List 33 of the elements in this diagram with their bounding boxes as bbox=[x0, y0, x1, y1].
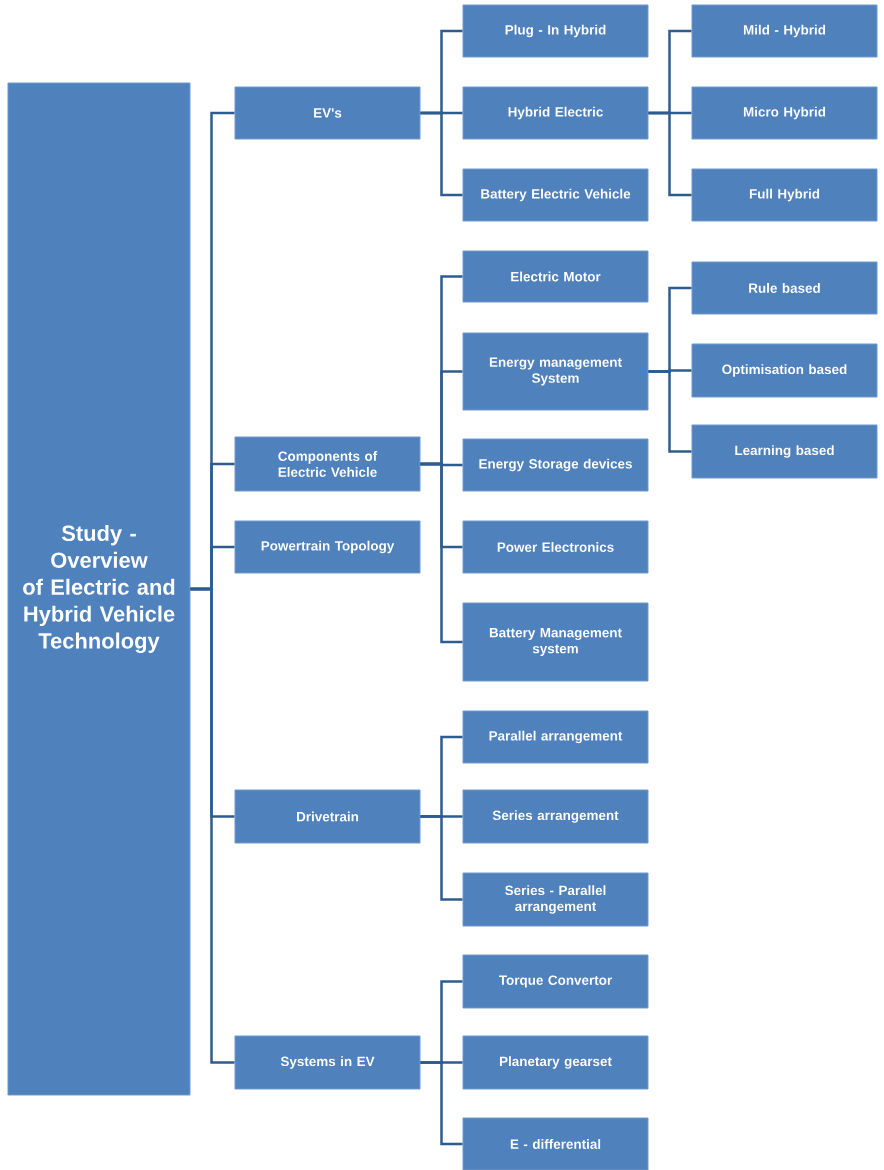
topic-box: Hybrid Electric bbox=[462, 86, 649, 140]
connector-line bbox=[420, 815, 463, 901]
connector-line bbox=[420, 1061, 463, 1146]
topic-box: Plug - In Hybrid bbox=[462, 4, 649, 58]
topic-box: Energy Storage devices bbox=[462, 438, 649, 492]
title-box: Study - Overview of Electric and Hybrid Vehicle Technology bbox=[7, 82, 191, 1096]
topic-box: E - differential bbox=[462, 1117, 649, 1170]
topic-box: Power Electronics bbox=[462, 520, 649, 574]
connector-line bbox=[648, 370, 692, 453]
topic-box: Battery Management system bbox=[462, 602, 649, 682]
topic-box: EV's bbox=[234, 86, 421, 140]
topic-box: Series arrangement bbox=[462, 789, 649, 844]
connector-line bbox=[420, 111, 463, 197]
topic-box: Energy management System bbox=[462, 332, 649, 411]
topic-box: Optimisation based bbox=[691, 343, 878, 398]
topic-box: Mild - Hybrid bbox=[691, 4, 878, 58]
topic-box: Learning based bbox=[691, 424, 878, 479]
connector-line bbox=[420, 462, 463, 644]
topic-box: Full Hybrid bbox=[691, 168, 878, 222]
connector-line bbox=[648, 111, 692, 197]
topic-box: Series - Parallel arrangement bbox=[462, 872, 649, 927]
topic-box: Parallel arrangement bbox=[462, 710, 649, 764]
connector-line bbox=[190, 587, 235, 1064]
topic-box: Electric Motor bbox=[462, 250, 649, 303]
topic-box: Micro Hybrid bbox=[691, 86, 878, 140]
topic-box: Components of Electric Vehicle bbox=[234, 436, 421, 492]
topic-box: Battery Electric Vehicle bbox=[462, 168, 649, 222]
topic-box: Drivetrain bbox=[234, 789, 421, 844]
topic-box: Planetary gearset bbox=[462, 1035, 649, 1090]
topic-box: Powertrain Topology bbox=[234, 520, 421, 574]
topic-box: Torque Convertor bbox=[462, 954, 649, 1009]
topic-box: Rule based bbox=[691, 261, 878, 315]
topic-box: Systems in EV bbox=[234, 1035, 421, 1090]
